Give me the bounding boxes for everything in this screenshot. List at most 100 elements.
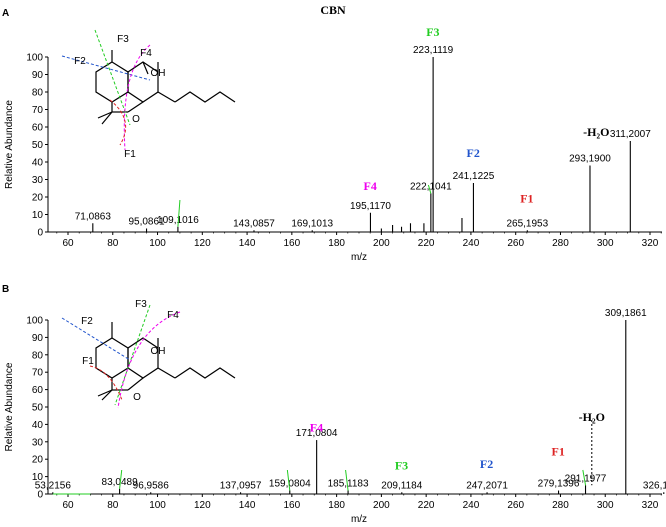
structure-label: F2 xyxy=(74,56,86,67)
y-tick-label: 70 xyxy=(32,368,44,379)
y-tick-label: 50 xyxy=(32,403,44,414)
fragment-annotation: -H₂O xyxy=(583,125,609,139)
x-tick-label: 320 xyxy=(642,500,659,511)
peak-label: 279,1396 xyxy=(538,479,580,490)
y-axis-label: Relative Abundance xyxy=(4,362,15,451)
x-tick-label: 100 xyxy=(149,500,166,511)
peak-label: 95,0861 xyxy=(128,217,165,228)
fragment-annotation: -H₂O xyxy=(579,410,605,424)
x-tick-label: 180 xyxy=(328,238,345,249)
y-tick-label: 100 xyxy=(26,316,43,327)
leader-line xyxy=(427,184,432,194)
leader-line xyxy=(119,469,123,489)
y-tick-label: 90 xyxy=(32,333,44,344)
y-tick-label: 80 xyxy=(32,350,44,361)
panel-letter-a: A xyxy=(2,8,9,19)
peak-label: 222,1041 xyxy=(410,182,452,193)
peak-label: 265,1953 xyxy=(506,218,548,229)
y-tick-label: 0 xyxy=(37,490,43,501)
peak-label: 83,0489 xyxy=(102,477,139,488)
x-tick-label: 180 xyxy=(328,500,345,511)
x-tick-label: 260 xyxy=(507,238,524,249)
fragment-annotation: F4 xyxy=(364,179,377,193)
peak-label: 53,2156 xyxy=(35,480,72,491)
x-tick-label: 220 xyxy=(418,500,435,511)
x-tick-label: 160 xyxy=(284,238,301,249)
fragment-annotation: F4 xyxy=(310,420,323,434)
structure-label: F3 xyxy=(117,34,129,45)
peak-label: 309,1861 xyxy=(605,308,647,319)
cbn-structure-a xyxy=(61,29,236,151)
peak-label: 209,1184 xyxy=(381,480,422,491)
cbn-structure-b xyxy=(61,304,236,409)
peak-label: 171,0804 xyxy=(296,428,338,439)
fragment-annotation: F1 xyxy=(552,445,565,459)
fragment-annotation: F2 xyxy=(480,457,493,471)
x-tick-label: 140 xyxy=(239,238,256,249)
peak-label: 96,9586 xyxy=(133,480,170,491)
leader-line xyxy=(345,469,349,491)
figure-title: CBN xyxy=(320,3,346,17)
x-axis-label: m/z xyxy=(351,514,367,525)
structure-label: O xyxy=(133,392,141,403)
y-tick-label: 20 xyxy=(32,193,44,204)
x-axis-label: m/z xyxy=(351,252,367,263)
structure-label: F1 xyxy=(82,356,94,367)
x-tick-label: 120 xyxy=(194,500,211,511)
y-tick-label: 60 xyxy=(32,385,44,396)
peak-label: 137,0957 xyxy=(220,480,262,491)
y-tick-label: 20 xyxy=(32,455,44,466)
y-tick-label: 30 xyxy=(32,175,44,186)
peak-label: 311,2007 xyxy=(610,129,651,140)
x-tick-label: 140 xyxy=(239,500,256,511)
x-tick-label: 220 xyxy=(418,238,435,249)
peak-label: 241,1225 xyxy=(453,171,495,182)
fragment-annotation: F3 xyxy=(395,459,408,473)
x-tick-label: 280 xyxy=(552,500,569,511)
x-tick-label: 300 xyxy=(597,500,614,511)
structure-label: OH xyxy=(151,68,166,79)
x-tick-label: 60 xyxy=(62,238,74,249)
peak-label: 195,1170 xyxy=(350,201,391,212)
x-tick-label: 80 xyxy=(107,238,119,249)
peak-label: 159,0804 xyxy=(269,479,311,490)
panel-letter-b: B xyxy=(2,284,9,295)
structure-label: OH xyxy=(151,346,166,357)
peak-label: 291,1977 xyxy=(565,473,607,484)
peak-label: 143,0857 xyxy=(233,218,275,229)
x-tick-label: 200 xyxy=(373,500,390,511)
structure-label: F2 xyxy=(81,316,93,327)
y-tick-label: 60 xyxy=(32,123,44,134)
fragment-annotation: F2 xyxy=(466,146,479,160)
fragment-annotation: F1 xyxy=(520,191,533,205)
x-tick-label: 280 xyxy=(552,238,569,249)
y-tick-label: 40 xyxy=(32,158,44,169)
x-tick-label: 200 xyxy=(373,238,390,249)
structure-label: F4 xyxy=(167,310,179,321)
structure-label: F3 xyxy=(135,299,147,310)
y-tick-label: 10 xyxy=(32,472,44,483)
y-tick-label: 10 xyxy=(32,210,44,221)
leader-line xyxy=(582,469,587,486)
fragment-annotation: F3 xyxy=(426,25,439,39)
x-tick-label: 300 xyxy=(597,238,614,249)
y-tick-label: 0 xyxy=(37,228,43,239)
x-tick-label: 240 xyxy=(463,238,480,249)
y-tick-label: 50 xyxy=(32,140,44,151)
x-tick-label: 100 xyxy=(149,238,166,249)
structure-label: F1 xyxy=(124,149,136,160)
y-tick-label: 70 xyxy=(32,105,44,116)
peak-label: 223,1119 xyxy=(413,45,454,56)
y-tick-label: 80 xyxy=(32,88,44,99)
structure-label: F4 xyxy=(140,48,152,59)
structure-label: O xyxy=(132,114,140,125)
y-axis-label: Relative Abundance xyxy=(4,100,15,189)
x-tick-label: 240 xyxy=(463,500,480,511)
leader-line xyxy=(177,199,181,227)
x-tick-label: 160 xyxy=(284,500,301,511)
y-tick-label: 100 xyxy=(26,53,43,64)
x-tick-label: 80 xyxy=(107,500,119,511)
